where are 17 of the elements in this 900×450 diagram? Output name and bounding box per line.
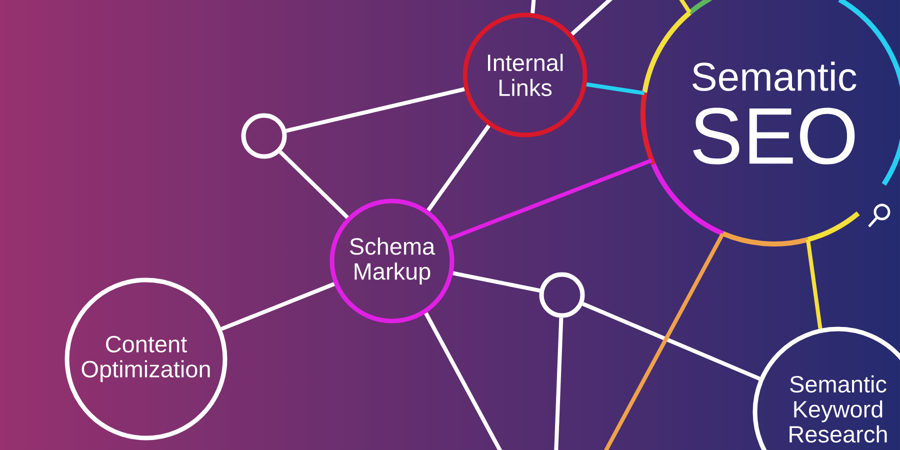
connector-line bbox=[570, 0, 616, 36]
empty-circle bbox=[241, 113, 287, 159]
connector-line bbox=[806, 239, 822, 329]
connector-line bbox=[426, 124, 490, 212]
connector-line bbox=[602, 232, 724, 450]
connector-line bbox=[424, 312, 504, 450]
connector-line bbox=[278, 150, 349, 219]
connector-line bbox=[586, 82, 645, 96]
connector-line bbox=[449, 158, 652, 240]
connector-line bbox=[582, 302, 760, 381]
connector-line bbox=[554, 318, 564, 450]
connector-line bbox=[452, 271, 540, 292]
empty-circle bbox=[539, 272, 585, 318]
connector-line bbox=[530, 0, 536, 14]
connector-line bbox=[220, 282, 335, 331]
connector-line bbox=[677, 0, 692, 14]
connector-line bbox=[286, 87, 465, 133]
